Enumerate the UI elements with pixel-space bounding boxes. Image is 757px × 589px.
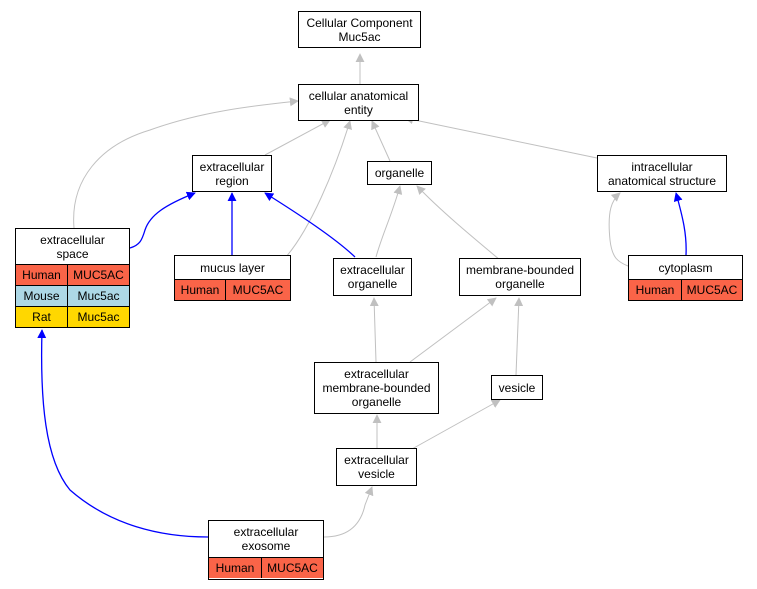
node-cellular-component-muc5ac: Cellular Component Muc5ac: [298, 11, 421, 48]
species-cell: Human: [22, 268, 61, 282]
edge-exo-to-ev: [323, 486, 374, 538]
annotation-row-human: Human MUC5AC: [175, 279, 290, 300]
edge-embo-to-eo: [369, 297, 379, 363]
node-label: intracellular anatomical structure: [607, 159, 717, 188]
node-extracellular-space: extracellular space Human MUC5AC Mouse M…: [15, 228, 130, 328]
edge-es-to-cae: [73, 97, 299, 229]
edge-ias-to-cae: [404, 115, 598, 159]
species-cell: Mouse: [23, 289, 60, 303]
species-cell: Human: [635, 283, 675, 297]
node-cellular-anatomical-entity: cellular anatomical entity: [298, 84, 419, 121]
node-cytoplasm: cytoplasm Human MUC5AC: [628, 255, 743, 301]
species-cell: Human: [180, 283, 220, 297]
node-label: mucus layer: [200, 260, 265, 275]
annotation-row-mouse: Mouse Muc5ac: [16, 285, 129, 306]
node-label: extracellular membrane-bounded organelle: [322, 367, 431, 409]
node-extracellular-region: extracellular region: [192, 155, 272, 192]
node-label: extracellular region: [199, 159, 265, 188]
annotation-row-rat: Rat Muc5ac: [16, 306, 129, 327]
node-mucus-layer: mucus layer Human MUC5AC: [174, 255, 291, 301]
gene-cell: MUC5AC: [225, 280, 290, 300]
edge-mbo-to-org: [416, 185, 501, 261]
node-extracellular-organelle: extracellular organelle: [333, 258, 412, 296]
node-organelle: organelle: [367, 161, 432, 185]
node-intracellular-anatomical-structure: intracellular anatomical structure: [597, 155, 727, 192]
annotation-row-human: Human MUC5AC: [16, 264, 129, 285]
node-label: extracellular vesicle: [344, 453, 409, 481]
edge-eo-to-org: [375, 185, 403, 258]
gene-cell: Muc5ac: [67, 286, 129, 306]
node-membrane-bounded-organelle: membrane-bounded organelle: [459, 258, 581, 296]
gene-cell: MUC5AC: [67, 265, 129, 285]
species-cell: Rat: [32, 310, 51, 324]
node-vesicle: vesicle: [491, 375, 543, 400]
node-label: cellular anatomical entity: [308, 88, 409, 117]
node-extracellular-vesicle: extracellular vesicle: [336, 448, 417, 486]
node-label: extracellular exosome: [233, 525, 299, 553]
annotation-row-human: Human MUC5AC: [629, 279, 742, 300]
species-cell: Human: [215, 561, 255, 575]
gene-cell: MUC5AC: [261, 558, 323, 578]
node-label: organelle: [374, 166, 425, 180]
edge-cyto-to-ias: [673, 192, 687, 256]
edge-exo-to-es: [37, 329, 209, 538]
node-label: cytoplasm: [658, 260, 713, 275]
edge-es-to-er: [129, 191, 196, 249]
node-label: Cellular Component Muc5ac: [306, 15, 413, 44]
node-label: vesicle: [498, 380, 536, 395]
node-extracellular-exosome: extracellular exosome Human MUC5AC: [208, 520, 324, 580]
node-label: membrane-bounded organelle: [465, 263, 575, 291]
gene-cell: Muc5ac: [67, 307, 129, 327]
gene-cell: MUC5AC: [681, 280, 742, 300]
edge-org-to-cae: [371, 120, 391, 162]
edge-ves-to-mbo: [514, 297, 524, 376]
edge-er-to-cae: [264, 119, 331, 156]
node-label: extracellular space: [40, 232, 105, 261]
edge-cyto-to-ias: [608, 192, 629, 267]
edge-ml-to-cae: [284, 120, 352, 259]
edge-embo-to-mbo: [409, 297, 497, 363]
edge-eo-to-er: [264, 192, 356, 258]
node-extracellular-membrane-bounded-organelle: extracellular membrane-bounded organelle: [314, 362, 439, 414]
edge-ev-to-ves: [411, 399, 501, 450]
annotation-row-human: Human MUC5AC: [209, 557, 323, 578]
node-label: extracellular organelle: [340, 263, 405, 291]
